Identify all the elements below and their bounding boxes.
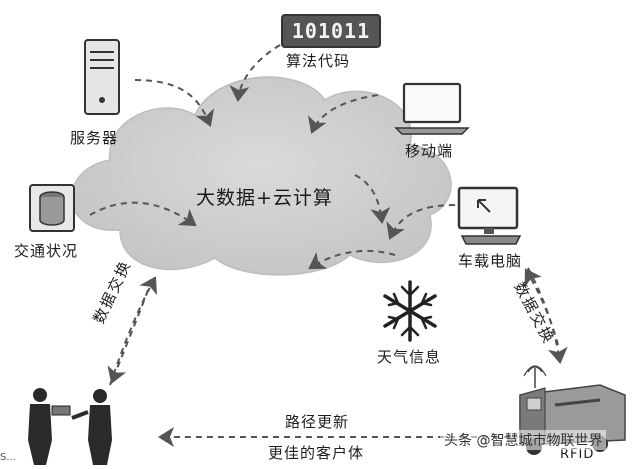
center-title: 大数据+云计算: [196, 187, 333, 209]
weather-label: 天气信息: [377, 348, 442, 366]
arrow-mobile-to-cloud: [307, 94, 379, 134]
server-icon: [84, 39, 120, 115]
snowflake-icon: [383, 280, 437, 342]
arrow-server-to-cloud: [134, 79, 215, 127]
arrow-weather-to-cloud: [308, 249, 396, 270]
better-customer-label: 更佳的客户体: [268, 444, 365, 462]
arrow-carpc-to-cloud: [386, 204, 456, 240]
code-badge: 101011: [281, 14, 381, 48]
people-icon: [28, 388, 112, 465]
route-update-label: 路径更新: [285, 413, 350, 431]
watermark: 头条 @智慧城市物联世界: [440, 430, 607, 450]
mobile-label: 移动端: [405, 142, 454, 160]
car-pc-label: 车载电脑: [458, 252, 523, 270]
database-icon: [29, 184, 75, 232]
cloud-shape: [71, 76, 452, 276]
arrow-left-exchange-down: [107, 289, 149, 384]
truck-rfid-label: RFID: [560, 447, 595, 462]
server-label: 服务器: [70, 129, 119, 147]
code-label: 算法代码: [286, 52, 351, 70]
arrow-cloud-inner: [354, 174, 391, 224]
computer-icon: [457, 186, 522, 245]
traffic-label: 交通状况: [14, 242, 79, 260]
bottom-caption: S...: [0, 452, 16, 463]
laptop-icon: [394, 82, 470, 135]
arrow-traffic-to-cloud: [89, 201, 197, 227]
